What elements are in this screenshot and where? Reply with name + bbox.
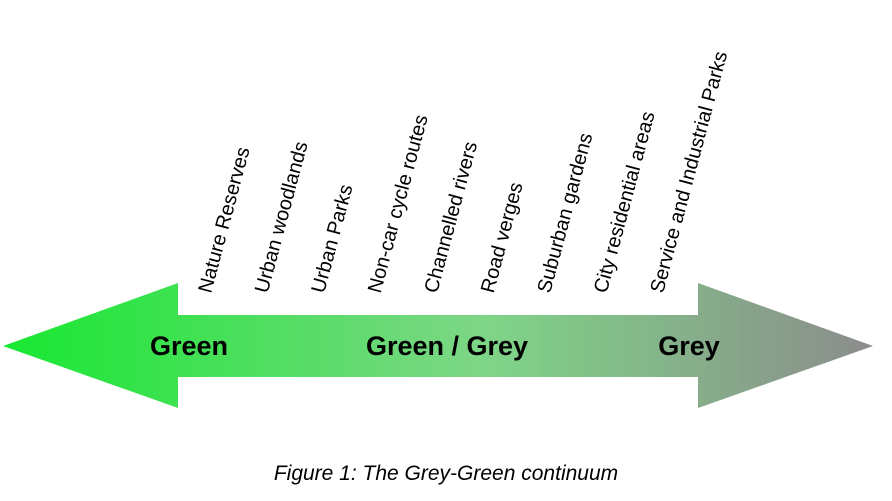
category-label-8: City residential areas: [590, 109, 660, 295]
category-label-7: Suburban gardens: [534, 131, 598, 296]
category-label-2: Urban woodlands: [251, 139, 313, 295]
category-label-4: Non-car cycle routes: [364, 112, 433, 295]
arrow-label-green: Green: [150, 331, 228, 361]
category-label-6: Road verges: [477, 180, 528, 295]
category-label-9: Service and Industrial Parks: [647, 49, 733, 295]
figure-caption: Figure 1: The Grey-Green continuum: [273, 462, 619, 485]
category-label-3: Urban Parks: [308, 182, 358, 295]
double-headed-arrow: [3, 283, 873, 408]
arrow-label-green-grey: Green / Grey: [366, 331, 528, 361]
category-label-5: Channelled rivers: [421, 139, 483, 295]
category-label-1: Nature Reserves: [195, 145, 255, 296]
arrow-label-grey: Grey: [658, 331, 720, 361]
